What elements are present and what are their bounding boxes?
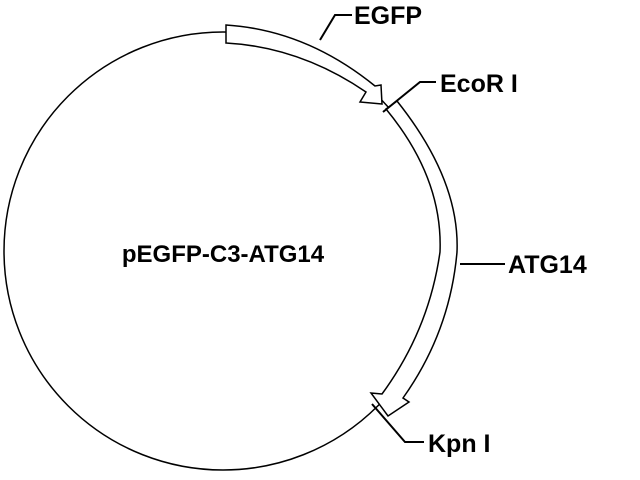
kpni-leader-line: [371, 403, 424, 443]
ecori-leader-line: [382, 81, 436, 113]
egfp-feature-arrow: [225, 24, 383, 105]
egfp-label: EGFP: [354, 2, 422, 30]
atg14-label: ATG14: [508, 251, 587, 279]
atg14-feature-arrow: [369, 99, 458, 418]
egfp-leader-line: [319, 14, 352, 41]
plasmid-name: pEGFP-C3-ATG14: [122, 241, 325, 268]
kpni-site-label: Kpn I: [428, 430, 491, 458]
ecori-site-label: EcoR I: [440, 70, 518, 98]
